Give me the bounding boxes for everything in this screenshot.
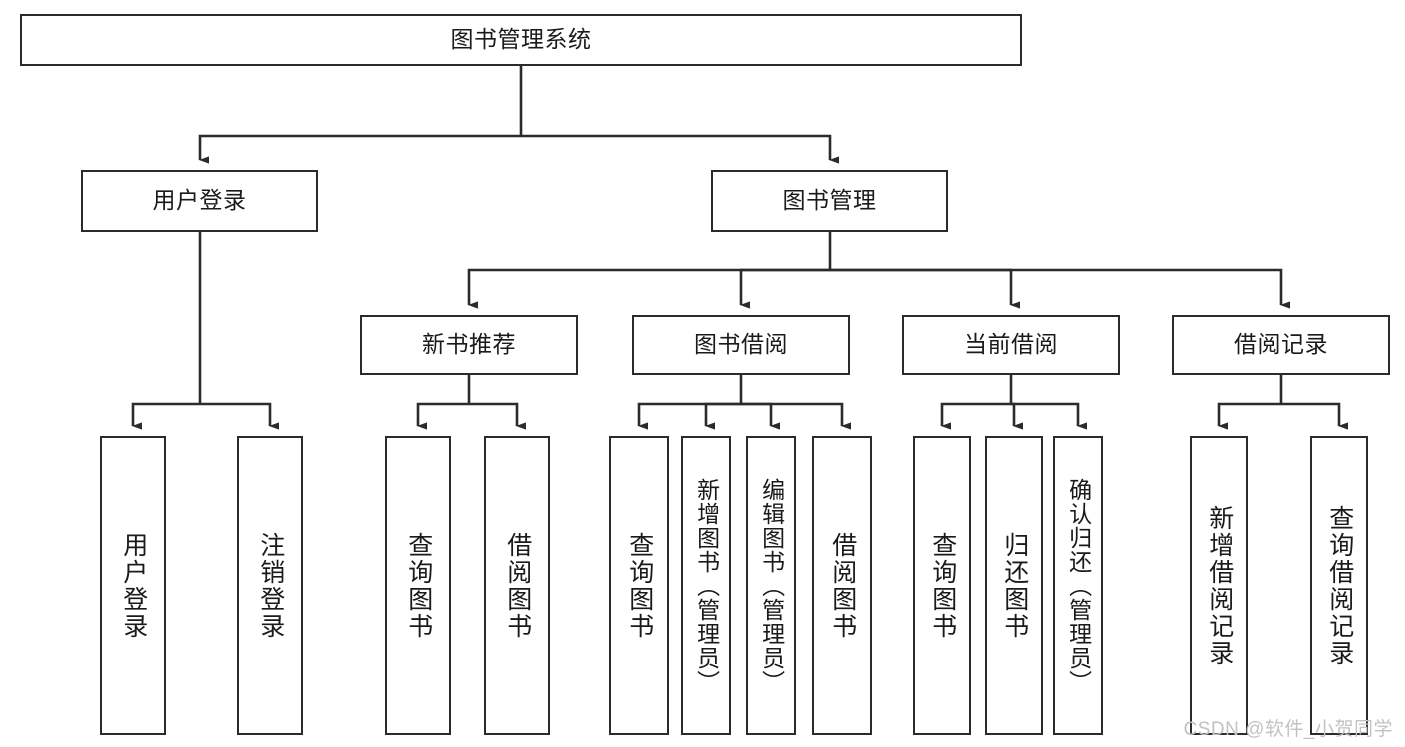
node-l3-2[interactable]: 当前借阅	[902, 315, 1120, 375]
edge-l3-0-to-leaf-2	[416, 402, 469, 430]
node-label: 确认归还（管理员）	[1065, 477, 1092, 694]
edge-l3-3-to-leaf-12	[1281, 402, 1348, 430]
node-l3-0[interactable]: 新书推荐	[360, 315, 578, 375]
node-label: 图书管理	[782, 187, 877, 214]
edge-l3-3-to-leaf-11	[1217, 402, 1281, 430]
node-label: 查询图书	[928, 531, 957, 640]
node-label: 借阅记录	[1234, 331, 1328, 358]
watermark-label: CSDN @软件_小贺同学	[1183, 719, 1393, 740]
edge-l3-1-to-leaf-7	[741, 402, 851, 430]
node-label: 图书借阅	[694, 331, 788, 358]
edge-l2-1-to-l3-2	[830, 268, 1020, 309]
node-label: 图书管理系统	[450, 26, 592, 53]
node-l3-1[interactable]: 图书借阅	[632, 315, 850, 375]
node-leaf-7[interactable]: 借阅图书	[812, 436, 872, 735]
edge-l3-1-to-leaf-6	[741, 402, 780, 430]
node-l2-1[interactable]: 图书管理	[711, 170, 948, 232]
node-root[interactable]: 图书管理系统	[20, 14, 1022, 66]
node-leaf-0[interactable]: 用户登录	[100, 436, 166, 735]
node-leaf-12[interactable]: 查询借阅记录	[1310, 436, 1368, 735]
edge-l2-1-to-l3-1	[739, 268, 830, 309]
edge-l3-2-to-leaf-8	[940, 402, 1011, 430]
node-leaf-10[interactable]: 确认归还（管理员）	[1053, 436, 1103, 735]
edge-root-to-l2-0	[198, 134, 521, 164]
node-leaf-9[interactable]: 归还图书	[985, 436, 1043, 735]
node-label: 查询借阅记录	[1325, 504, 1354, 667]
node-leaf-2[interactable]: 查询图书	[385, 436, 451, 735]
edge-l3-1-to-leaf-4	[637, 402, 741, 430]
edge-l2-1-to-l3-3	[830, 268, 1290, 309]
node-leaf-11[interactable]: 新增借阅记录	[1190, 436, 1248, 735]
node-label: 用户登录	[119, 531, 148, 640]
node-l2-0[interactable]: 用户登录	[81, 170, 318, 232]
node-leaf-6[interactable]: 编辑图书（管理员）	[746, 436, 796, 735]
node-label: 查询图书	[625, 531, 654, 640]
node-label: 用户登录	[152, 187, 247, 214]
edge-l3-2-to-leaf-10	[1011, 402, 1087, 430]
edge-l3-0-to-leaf-3	[469, 402, 526, 430]
node-label: 新书推荐	[422, 331, 516, 358]
node-label: 查询图书	[404, 531, 433, 640]
edge-l2-1-to-l3-0	[467, 268, 830, 309]
node-label: 新增借阅记录	[1205, 504, 1234, 667]
node-label: 借阅图书	[503, 531, 532, 640]
node-label: 当前借阅	[964, 331, 1058, 358]
node-label: 归还图书	[1000, 531, 1029, 640]
edge-l2-0-to-leaf-0	[131, 402, 200, 430]
edge-root-to-l2-1	[521, 134, 839, 164]
node-leaf-1[interactable]: 注销登录	[237, 436, 303, 735]
node-label: 注销登录	[256, 531, 285, 640]
edge-l3-1-to-leaf-5	[704, 402, 741, 430]
node-l3-3[interactable]: 借阅记录	[1172, 315, 1390, 375]
node-label: 借阅图书	[828, 531, 857, 640]
node-leaf-4[interactable]: 查询图书	[609, 436, 669, 735]
node-label: 编辑图书（管理员）	[758, 477, 785, 694]
node-label: 新增图书（管理员）	[693, 477, 720, 694]
node-leaf-8[interactable]: 查询图书	[913, 436, 971, 735]
edge-l2-0-to-leaf-1	[200, 402, 279, 430]
node-leaf-5[interactable]: 新增图书（管理员）	[681, 436, 731, 735]
node-leaf-3[interactable]: 借阅图书	[484, 436, 550, 735]
edge-l3-2-to-leaf-9	[1011, 402, 1023, 430]
